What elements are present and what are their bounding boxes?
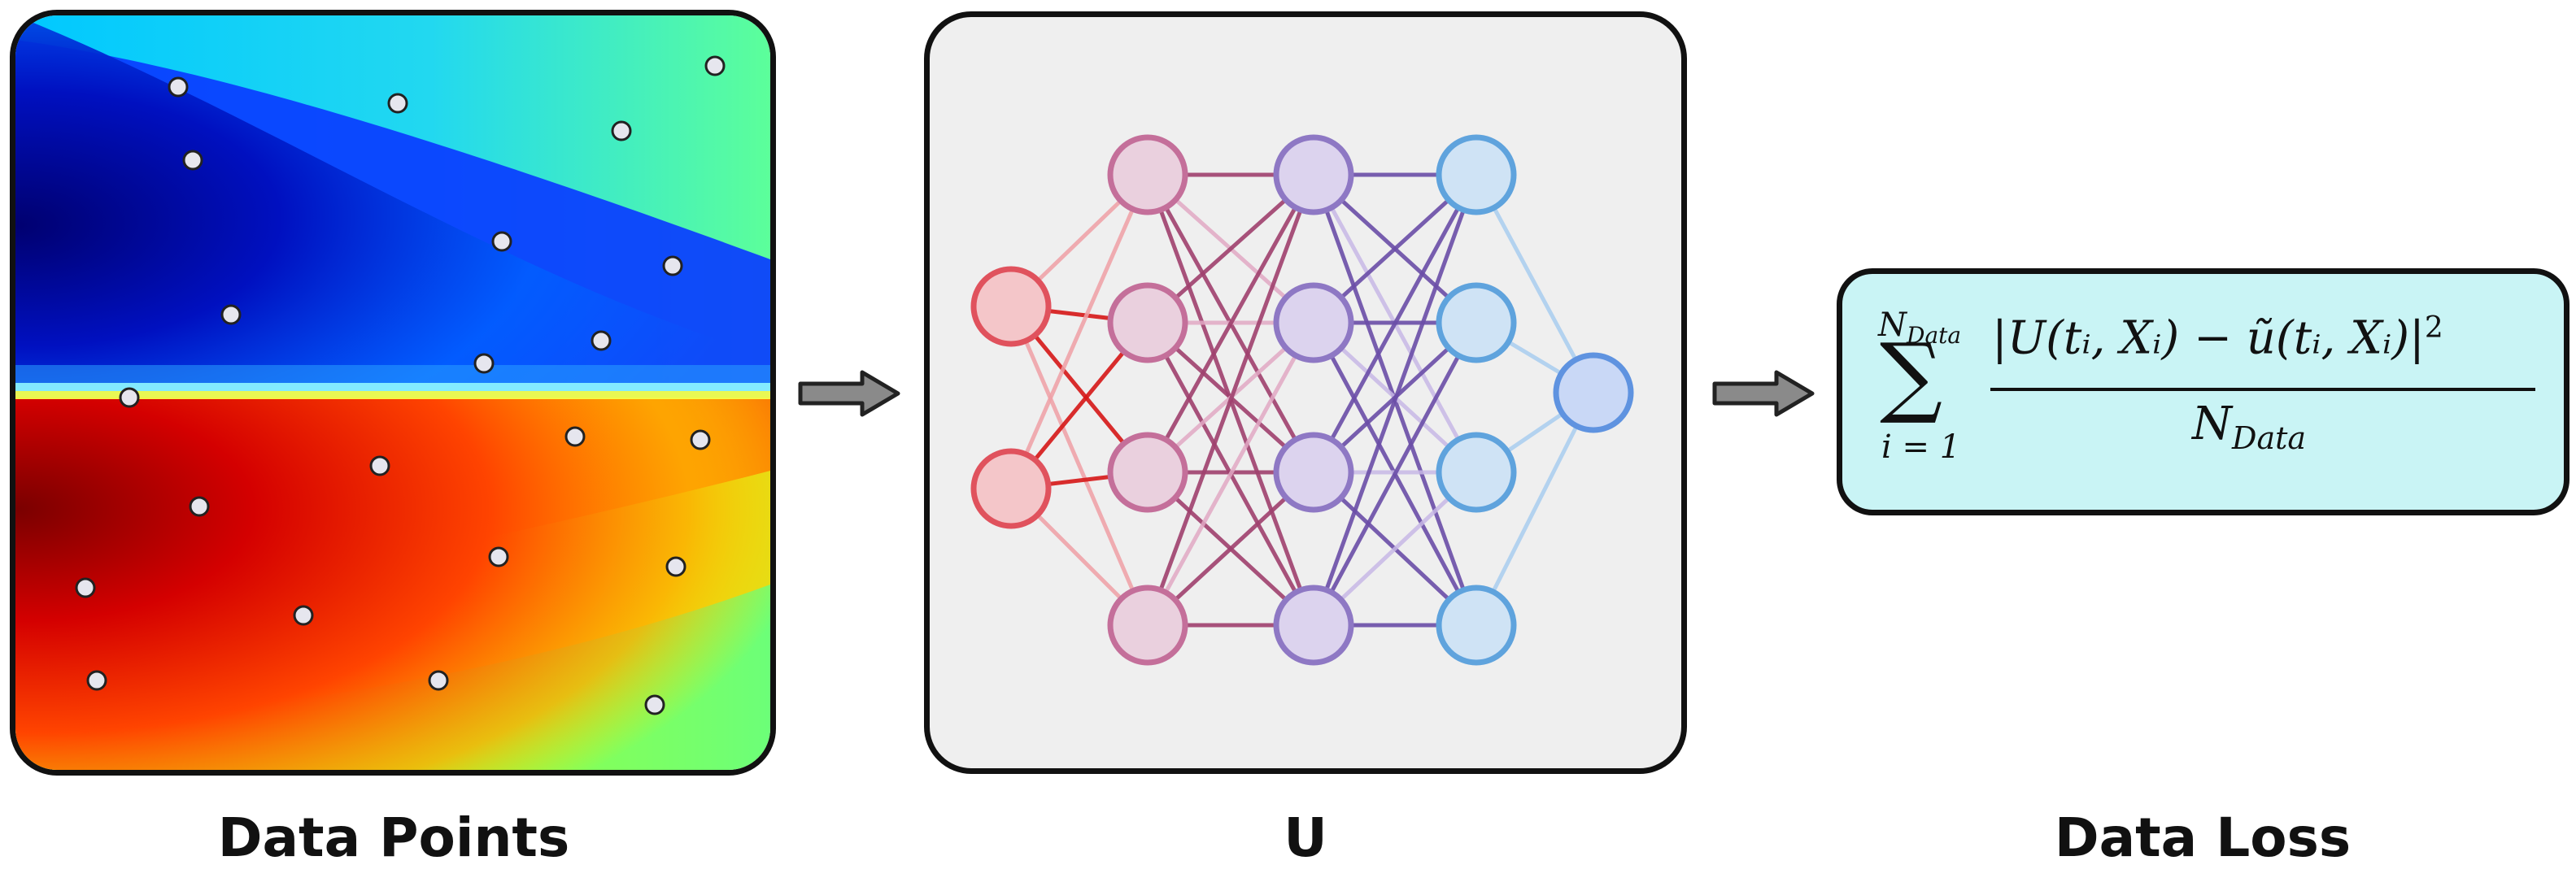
network-edge (1009, 306, 1150, 626)
network-node-layer-3 (1273, 282, 1354, 363)
network-panel (924, 11, 1687, 774)
data-point (611, 120, 632, 141)
network-edges (1009, 172, 1596, 628)
data-point (473, 353, 495, 374)
data-point (86, 670, 107, 691)
data-point (387, 93, 408, 114)
network-node-layer-4 (1436, 134, 1517, 215)
data-loss-formula-panel: NData ∑ i = 1 |U(tᵢ, Xᵢ) − ũ(tᵢ, Xᵢ)|2 N… (1837, 268, 2569, 515)
data-point (119, 387, 140, 408)
neural-network-diagram (970, 134, 1634, 666)
sum-lower-limit: i = 1 (1881, 428, 1961, 466)
data-point (591, 330, 612, 351)
network-edge (1311, 321, 1479, 627)
data-point (644, 694, 665, 715)
network-node-layer-3 (1273, 432, 1354, 513)
data-point (704, 55, 726, 76)
network-node-layer-4 (1436, 282, 1517, 363)
network-edge (1145, 173, 1316, 474)
data-point (220, 304, 242, 325)
network-edge (1145, 174, 1316, 626)
network-node-layer-4 (1436, 432, 1517, 513)
data-point (75, 577, 96, 598)
data-point (662, 255, 683, 276)
summation-symbol: ∑ (1880, 325, 1943, 427)
data-point (665, 556, 686, 577)
data-point (564, 426, 586, 447)
data-point (491, 231, 512, 252)
network-edge (1311, 173, 1479, 474)
data-point (369, 455, 390, 476)
formula-denominator: NData (2192, 398, 2307, 457)
fraction-bar (1990, 388, 2535, 391)
network-node-layer-3 (1273, 134, 1354, 215)
data-point (189, 496, 210, 517)
data-point (168, 76, 189, 98)
network-edge (1474, 391, 1596, 627)
right-arrow-icon (798, 370, 900, 417)
data-point (182, 150, 203, 171)
network-node-layer-1 (970, 448, 1052, 529)
caption-data-points: Data Points (217, 806, 570, 869)
network-edge (1311, 174, 1479, 626)
sum-upper-limit: NData (1878, 306, 1962, 349)
data-points-group (75, 55, 726, 715)
network-edge (1474, 173, 1596, 394)
data-point (488, 546, 509, 567)
network-edge (1009, 174, 1150, 489)
network-edge (1145, 321, 1316, 627)
network-node-layer-5 (1553, 352, 1634, 433)
network-node-layer-4 (1436, 585, 1517, 666)
network-node-layer-1 (970, 266, 1052, 347)
network-node-layer-3 (1273, 585, 1354, 666)
data-point (690, 429, 711, 450)
data-point (428, 670, 449, 691)
formula-numerator: |U(tᵢ, Xᵢ) − ũ(tᵢ, Xᵢ)|2 (1992, 311, 2443, 365)
network-node-layer-2 (1107, 134, 1188, 215)
caption-network: U (1284, 806, 1327, 869)
network-node-layer-2 (1107, 282, 1188, 363)
data-points-panel (10, 10, 776, 776)
network-nodes (970, 134, 1634, 666)
network-node-layer-2 (1107, 585, 1188, 666)
network-node-layer-2 (1107, 432, 1188, 513)
caption-data-loss: Data Loss (2054, 806, 2352, 869)
field-heatmap (15, 15, 770, 770)
right-arrow-icon (1712, 370, 1815, 417)
data-point (293, 605, 314, 626)
